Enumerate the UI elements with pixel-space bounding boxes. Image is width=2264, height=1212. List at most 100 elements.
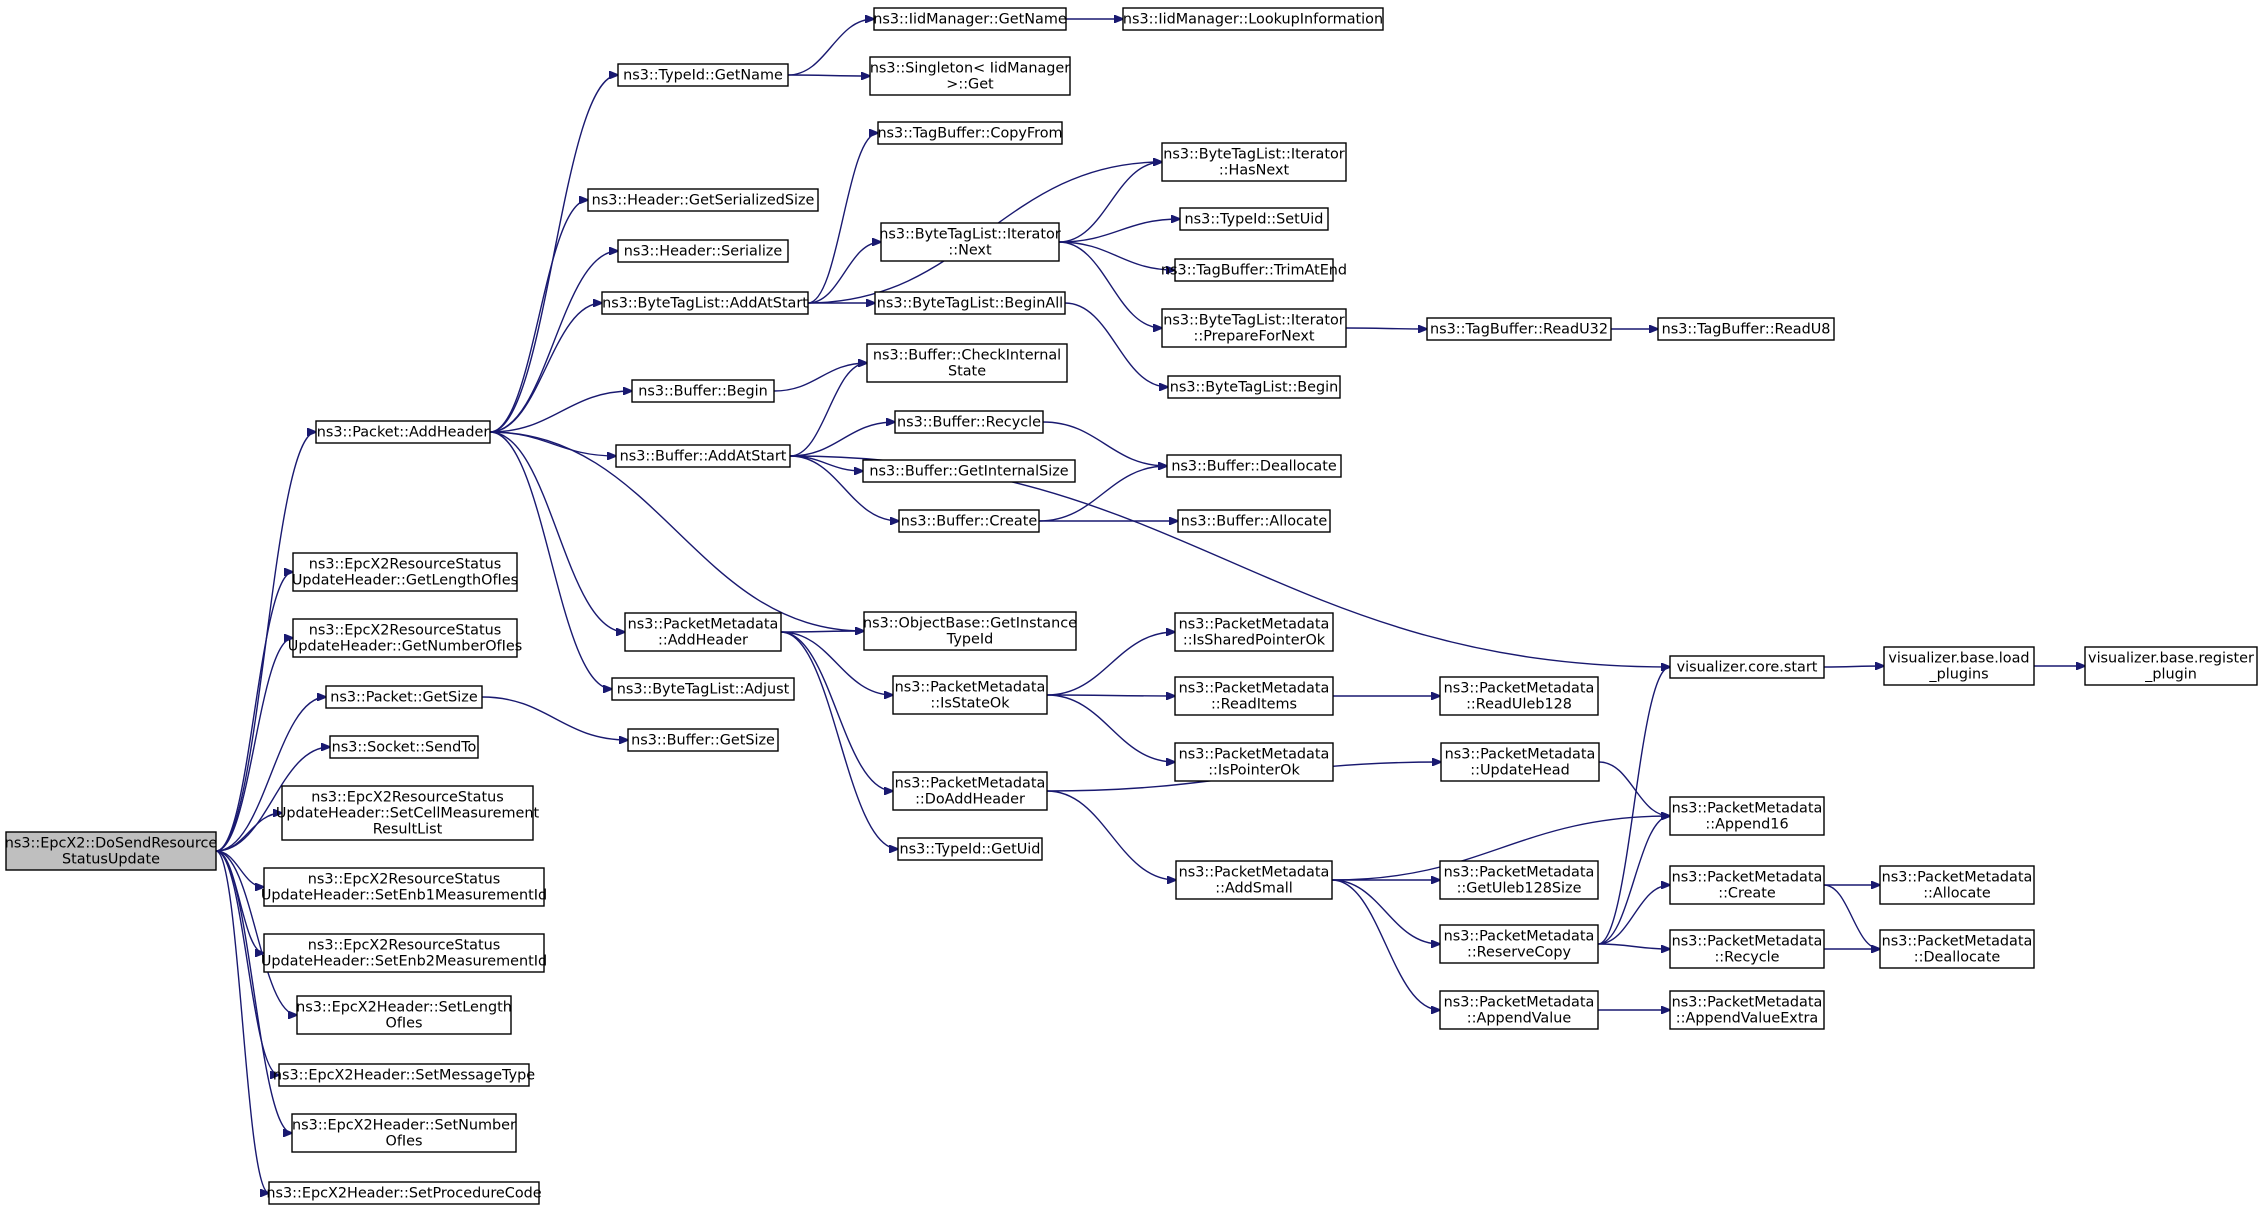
node-box[interactable] — [1657, 317, 1835, 341]
graph-node[interactable]: ns3::PacketMetadata::ReadItems — [1174, 676, 1334, 716]
node-box[interactable] — [1669, 929, 1825, 969]
node-box[interactable] — [1174, 676, 1334, 716]
graph-node[interactable]: ns3::Header::Serialize — [617, 239, 789, 263]
graph-node[interactable]: ns3::Buffer::Create — [898, 509, 1040, 533]
graph-node[interactable]: ns3::EpcX2ResourceStatusUpdateHeader::Se… — [261, 867, 547, 907]
graph-node[interactable]: ns3::ByteTagList::Iterator::PrepareForNe… — [1161, 308, 1347, 348]
node-box[interactable] — [1439, 990, 1599, 1030]
node-box[interactable] — [1161, 142, 1347, 182]
graph-node[interactable]: ns3::ByteTagList::Iterator::Next — [879, 222, 1061, 262]
graph-node[interactable]: ns3::PacketMetadata::Allocate — [1879, 865, 2035, 905]
node-box[interactable] — [1167, 375, 1341, 399]
node-box[interactable] — [325, 685, 483, 709]
node-box[interactable] — [863, 611, 1077, 651]
graph-node[interactable]: ns3::ByteTagList::Iterator::HasNext — [1161, 142, 1347, 182]
node-box[interactable] — [615, 444, 791, 468]
graph-node[interactable]: visualizer.base.register_plugin — [2084, 646, 2258, 686]
node-box[interactable] — [1161, 308, 1347, 348]
graph-node[interactable]: ns3::PacketMetadata::DoAddHeader — [892, 771, 1048, 811]
node-box[interactable] — [874, 291, 1066, 315]
node-box[interactable] — [268, 1181, 540, 1205]
node-box[interactable] — [1426, 317, 1612, 341]
graph-node[interactable]: visualizer.base.load_plugins — [1883, 646, 2035, 686]
graph-node[interactable]: ns3::TypeId::GetUid — [897, 837, 1043, 861]
graph-node[interactable]: ns3::ByteTagList::AddAtStart — [601, 291, 809, 315]
graph-node[interactable]: ns3::EpcX2ResourceStatusUpdateHeader::Ge… — [288, 618, 522, 658]
node-box[interactable] — [898, 509, 1040, 533]
graph-node[interactable]: ns3::PacketMetadata::ReserveCopy — [1439, 924, 1599, 964]
graph-node[interactable]: ns3::EpcX2Header::SetMessageType — [273, 1063, 535, 1087]
node-box[interactable] — [263, 933, 545, 973]
node-box[interactable] — [873, 7, 1067, 31]
node-box[interactable] — [1439, 860, 1599, 900]
node-box[interactable] — [866, 343, 1068, 383]
graph-node[interactable]: ns3::TagBuffer::TrimAtEnd — [1161, 258, 1347, 282]
graph-node[interactable]: ns3::PacketMetadata::Create — [1669, 865, 1825, 905]
graph-node[interactable]: ns3::PacketMetadata::AppendValue — [1439, 990, 1599, 1030]
node-box[interactable] — [329, 735, 479, 759]
node-box[interactable] — [281, 785, 534, 841]
graph-node[interactable]: ns3::EpcX2Header::SetProcedureCode — [266, 1181, 542, 1205]
graph-node[interactable]: ns3::ByteTagList::BeginAll — [874, 291, 1066, 315]
node-box[interactable] — [292, 618, 518, 658]
graph-node[interactable]: ns3::ByteTagList::Begin — [1167, 375, 1341, 399]
node-box[interactable] — [296, 995, 512, 1035]
node-box[interactable] — [880, 222, 1060, 262]
node-box[interactable] — [587, 188, 819, 212]
node-box[interactable] — [1669, 990, 1825, 1030]
node-box[interactable] — [1175, 860, 1333, 900]
graph-node[interactable]: ns3::EpcX2ResourceStatusUpdateHeader::Se… — [261, 933, 547, 973]
node-box[interactable] — [897, 837, 1043, 861]
graph-node[interactable]: ns3::PacketMetadata::Recycle — [1669, 929, 1825, 969]
node-box[interactable] — [1883, 646, 2035, 686]
graph-node[interactable]: ns3::TypeId::GetName — [617, 63, 789, 87]
graph-node[interactable]: ns3::TagBuffer::CopyFrom — [877, 121, 1063, 145]
node-box[interactable] — [5, 831, 217, 871]
graph-node[interactable]: ns3::PacketMetadata::ReadUleb128 — [1439, 676, 1599, 716]
node-box[interactable] — [617, 239, 789, 263]
node-box[interactable] — [1439, 676, 1599, 716]
node-box[interactable] — [611, 677, 795, 701]
graph-node[interactable]: ns3::PacketMetadata::Append16 — [1669, 796, 1825, 836]
node-box[interactable] — [617, 63, 789, 87]
graph-node[interactable]: ns3::Socket::SendTo — [329, 735, 479, 759]
graph-node[interactable]: ns3::Packet::GetSize — [325, 685, 483, 709]
node-box[interactable] — [1879, 865, 2035, 905]
graph-node[interactable]: ns3::PacketMetadata::GetUleb128Size — [1439, 860, 1599, 900]
node-box[interactable] — [627, 728, 779, 752]
node-box[interactable] — [1879, 929, 2035, 969]
node-box[interactable] — [869, 56, 1071, 96]
node-box[interactable] — [291, 1113, 517, 1153]
node-box[interactable] — [315, 420, 491, 444]
graph-node[interactable]: ns3::EpcX2ResourceStatusUpdateHeader::Ge… — [292, 552, 518, 592]
node-box[interactable] — [631, 379, 775, 403]
node-box[interactable] — [892, 771, 1048, 811]
node-box[interactable] — [1439, 924, 1599, 964]
node-box[interactable] — [292, 552, 518, 592]
node-box[interactable] — [624, 612, 782, 652]
graph-node[interactable]: ns3::PacketMetadata::UpdateHead — [1440, 742, 1600, 782]
node-box[interactable] — [263, 867, 545, 907]
graph-node[interactable]: ns3::Buffer::Allocate — [1177, 509, 1331, 533]
graph-node[interactable]: ns3::PacketMetadata::IsPointerOk — [1174, 742, 1334, 782]
graph-node[interactable]: ns3::IidManager::LookupInformation — [1122, 7, 1384, 31]
node-box[interactable] — [1179, 207, 1329, 231]
graph-node[interactable]: ns3::PacketMetadata::IsSharedPointerOk — [1174, 612, 1334, 652]
graph-node[interactable]: ns3::PacketMetadata::AppendValueExtra — [1669, 990, 1825, 1030]
node-box[interactable] — [1177, 509, 1331, 533]
graph-node[interactable]: ns3::PacketMetadata::Deallocate — [1879, 929, 2035, 969]
node-box[interactable] — [1122, 7, 1384, 31]
node-box[interactable] — [2084, 646, 2258, 686]
graph-node[interactable]: ns3::PacketMetadata::AddSmall — [1175, 860, 1333, 900]
graph-node[interactable]: ns3::Buffer::Begin — [631, 379, 775, 403]
graph-node[interactable]: ns3::Packet::AddHeader — [315, 420, 491, 444]
graph-node[interactable]: ns3::TagBuffer::ReadU32 — [1426, 317, 1612, 341]
graph-node[interactable]: ns3::Buffer::GetInternalSize — [862, 459, 1076, 483]
graph-node[interactable]: ns3::TagBuffer::ReadU8 — [1657, 317, 1835, 341]
graph-node[interactable]: ns3::PacketMetadata::AddHeader — [624, 612, 782, 652]
